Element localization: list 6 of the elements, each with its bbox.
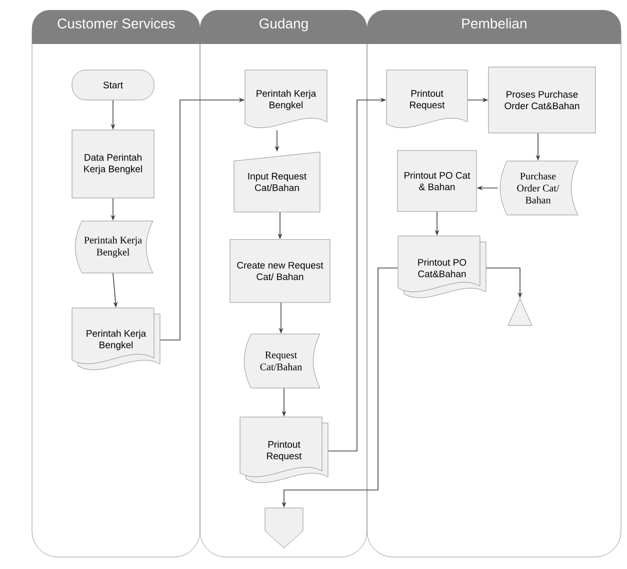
off-page-connector <box>264 508 304 548</box>
process-box: Proses Purchase Order Cat&Bahan <box>488 66 596 134</box>
process-box: Printout PO Cat & Bahan <box>397 150 477 212</box>
merge-triangle <box>508 298 532 326</box>
process-box: Create new Request Cat/ Bahan <box>230 239 330 303</box>
process-box: Data Perintah Kerja Bengkel <box>72 130 154 198</box>
